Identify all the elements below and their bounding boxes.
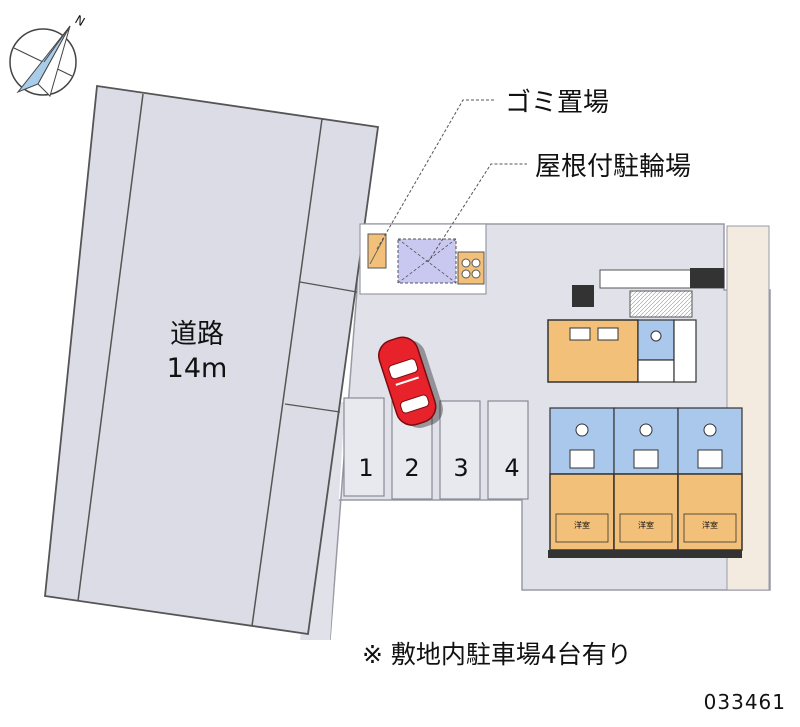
bicycle-leader: [427, 163, 527, 263]
parking-note: ※ 敷地内駐車場4台有り: [362, 640, 632, 669]
unit-1: 洋室: [549, 407, 615, 551]
north-letter: N: [73, 12, 88, 29]
stair-block: [572, 268, 725, 318]
room-label: 洋室: [574, 520, 590, 530]
parking-space-number: 2: [404, 454, 419, 482]
top-unit: [547, 319, 697, 383]
room-label: 洋室: [638, 520, 654, 530]
car-icon: [378, 336, 443, 428]
building-edge: [548, 550, 742, 558]
parking-space-number: 3: [453, 454, 468, 482]
road-name: 道路: [170, 319, 224, 350]
compass: N: [9, 12, 88, 97]
garbage-label: ゴミ置場: [505, 88, 609, 118]
parking-space-number: 4: [504, 454, 519, 482]
road-width: 14m: [167, 353, 228, 384]
unit-2: 洋室: [613, 407, 679, 551]
bicycle-label: 屋根付駐輪場: [535, 152, 691, 182]
utility-area: [359, 223, 487, 295]
room-label: 洋室: [702, 520, 718, 530]
property-code: 033461: [703, 690, 786, 714]
road: [44, 84, 380, 636]
garbage-leader: [376, 99, 496, 250]
unit-3: 洋室: [677, 407, 743, 551]
parking-space-number: 1: [358, 454, 373, 482]
